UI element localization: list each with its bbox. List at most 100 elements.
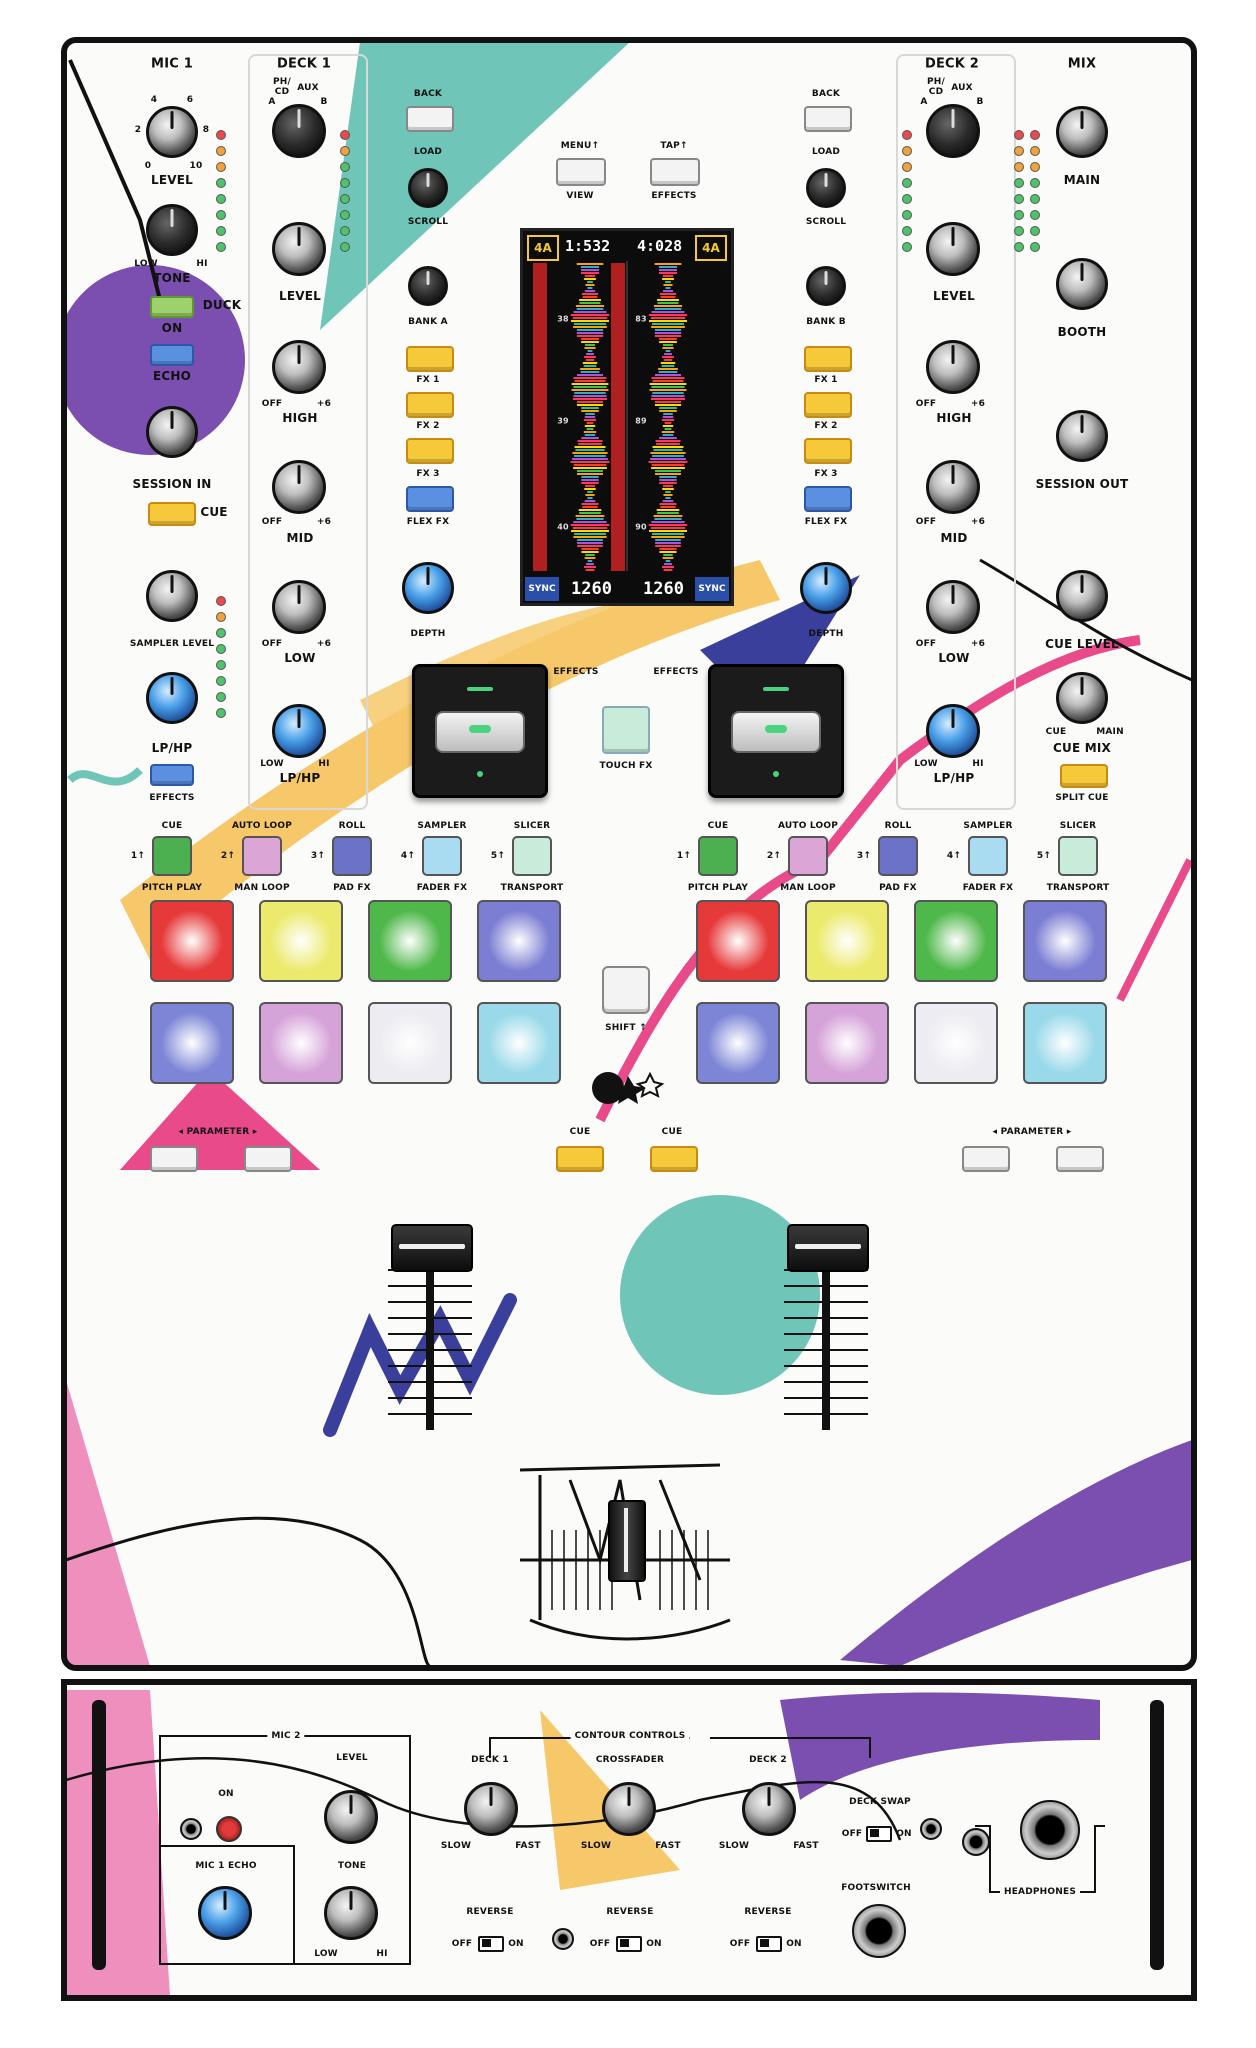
deck1-level-knob[interactable] bbox=[272, 222, 326, 276]
mic2-level-knob[interactable] bbox=[324, 1790, 378, 1844]
performance-pad[interactable] bbox=[914, 1002, 998, 1084]
performance-pad[interactable] bbox=[259, 900, 343, 982]
browse-right-knob[interactable] bbox=[806, 168, 846, 208]
mic2-on-led[interactable] bbox=[216, 1816, 242, 1842]
cue-right-button[interactable] bbox=[650, 1146, 698, 1172]
performance-pad[interactable] bbox=[696, 1002, 780, 1084]
back-right-button[interactable] bbox=[804, 106, 852, 132]
booth-knob[interactable] bbox=[1056, 258, 1108, 310]
flexfx-left-button[interactable] bbox=[406, 486, 454, 512]
performance-pad[interactable] bbox=[150, 900, 234, 982]
fx1-left-button[interactable] bbox=[406, 346, 454, 372]
deck1-channel-fader[interactable] bbox=[391, 1224, 473, 1272]
mic1-tone-knob[interactable] bbox=[146, 204, 198, 256]
mode-button-roll[interactable] bbox=[878, 836, 918, 876]
performance-pad[interactable] bbox=[259, 1002, 343, 1084]
contour-crossfader-knob[interactable] bbox=[602, 1782, 656, 1836]
mic1-echo-knob[interactable] bbox=[198, 1886, 252, 1940]
fx2-left-button[interactable] bbox=[406, 392, 454, 418]
depth-left-knob[interactable] bbox=[402, 562, 454, 614]
deck1-mid-knob[interactable] bbox=[272, 460, 326, 514]
fx1-right-button[interactable] bbox=[804, 346, 852, 372]
flexfx-right-button[interactable] bbox=[804, 486, 852, 512]
echo-button[interactable] bbox=[150, 344, 194, 366]
mode-button-roll[interactable] bbox=[332, 836, 372, 876]
bank-b-knob[interactable] bbox=[806, 266, 846, 306]
parameter-left-next-button[interactable] bbox=[244, 1146, 292, 1172]
fx3-left-button[interactable] bbox=[406, 438, 454, 464]
fx3-right-button[interactable] bbox=[804, 438, 852, 464]
center-small-jack[interactable] bbox=[552, 1928, 574, 1950]
effects-paddle-left[interactable] bbox=[412, 664, 548, 798]
deck1-lphp-knob[interactable] bbox=[272, 704, 326, 758]
back-left-button[interactable] bbox=[406, 106, 454, 132]
cue-mix-knob[interactable] bbox=[1056, 672, 1108, 724]
split-cue-button[interactable] bbox=[1060, 764, 1108, 788]
performance-pad[interactable] bbox=[477, 900, 561, 982]
footswitch-jack[interactable] bbox=[852, 1904, 906, 1958]
mode-button-slicer[interactable] bbox=[512, 836, 552, 876]
reverse-crossfader-switch[interactable] bbox=[616, 1936, 642, 1952]
deck2-mid-knob[interactable] bbox=[926, 460, 980, 514]
deck2-high-knob[interactable] bbox=[926, 340, 980, 394]
shift-button[interactable] bbox=[602, 966, 650, 1014]
bank-a-knob[interactable] bbox=[408, 266, 448, 306]
deck2-low-knob[interactable] bbox=[926, 580, 980, 634]
mic1-level-knob[interactable] bbox=[146, 106, 198, 158]
session-out-knob[interactable] bbox=[1056, 410, 1108, 462]
tap-effects-button[interactable] bbox=[650, 158, 700, 186]
performance-pad[interactable] bbox=[368, 900, 452, 982]
reverse-deck1-switch[interactable] bbox=[478, 1936, 504, 1952]
deck2-level-knob[interactable] bbox=[926, 222, 980, 276]
deck2-input-selector[interactable] bbox=[926, 104, 980, 158]
performance-pad[interactable] bbox=[914, 900, 998, 982]
menu-view-button[interactable] bbox=[556, 158, 606, 186]
contour-deck1-knob[interactable] bbox=[464, 1782, 518, 1836]
cue-left-button[interactable] bbox=[556, 1146, 604, 1172]
duck-button[interactable] bbox=[150, 296, 194, 318]
crossfader[interactable] bbox=[608, 1500, 646, 1582]
mode-button-cue[interactable] bbox=[152, 836, 192, 876]
mode-button-sampler[interactable] bbox=[968, 836, 1008, 876]
sampler-level-knob[interactable] bbox=[146, 570, 198, 622]
performance-pad[interactable] bbox=[150, 1002, 234, 1084]
performance-pad[interactable] bbox=[1023, 900, 1107, 982]
reverse-deck2-switch[interactable] bbox=[756, 1936, 782, 1952]
touch-fx-button[interactable] bbox=[602, 706, 650, 754]
mode-button-auto-loop[interactable] bbox=[788, 836, 828, 876]
performance-pad[interactable] bbox=[805, 900, 889, 982]
mode-button-auto-loop[interactable] bbox=[242, 836, 282, 876]
deck-swap-switch[interactable] bbox=[866, 1826, 892, 1842]
performance-pad[interactable] bbox=[805, 1002, 889, 1084]
deck-swap-jack[interactable] bbox=[920, 1818, 942, 1840]
cue-level-knob[interactable] bbox=[1056, 570, 1108, 622]
contour-deck2-knob[interactable] bbox=[742, 1782, 796, 1836]
performance-pad[interactable] bbox=[477, 1002, 561, 1084]
mode-button-slicer[interactable] bbox=[1058, 836, 1098, 876]
mic2-small-jack[interactable] bbox=[180, 1818, 202, 1840]
fx2-right-button[interactable] bbox=[804, 392, 852, 418]
deck1-low-knob[interactable] bbox=[272, 580, 326, 634]
parameter-right-prev-button[interactable] bbox=[962, 1146, 1010, 1172]
parameter-left-prev-button[interactable] bbox=[150, 1146, 198, 1172]
deck2-channel-fader[interactable] bbox=[787, 1224, 869, 1272]
mic2-tone-knob[interactable] bbox=[324, 1886, 378, 1940]
mode-button-sampler[interactable] bbox=[422, 836, 462, 876]
headphones-mini-jack[interactable] bbox=[962, 1828, 990, 1856]
deck1-high-knob[interactable] bbox=[272, 340, 326, 394]
performance-pad[interactable] bbox=[1023, 1002, 1107, 1084]
performance-pad[interactable] bbox=[696, 900, 780, 982]
deck2-lphp-knob[interactable] bbox=[926, 704, 980, 758]
effects-paddle-right[interactable] bbox=[708, 664, 844, 798]
parameter-right-next-button[interactable] bbox=[1056, 1146, 1104, 1172]
main-knob[interactable] bbox=[1056, 106, 1108, 158]
performance-pad[interactable] bbox=[368, 1002, 452, 1084]
deck1-input-selector[interactable] bbox=[272, 104, 326, 158]
browse-left-knob[interactable] bbox=[408, 168, 448, 208]
sampler-lphp-knob[interactable] bbox=[146, 672, 198, 724]
session-in-knob[interactable] bbox=[146, 406, 198, 458]
mode-button-cue[interactable] bbox=[698, 836, 738, 876]
sampler-effects-button[interactable] bbox=[150, 764, 194, 786]
headphones-jack[interactable] bbox=[1020, 1800, 1080, 1860]
depth-right-knob[interactable] bbox=[800, 562, 852, 614]
